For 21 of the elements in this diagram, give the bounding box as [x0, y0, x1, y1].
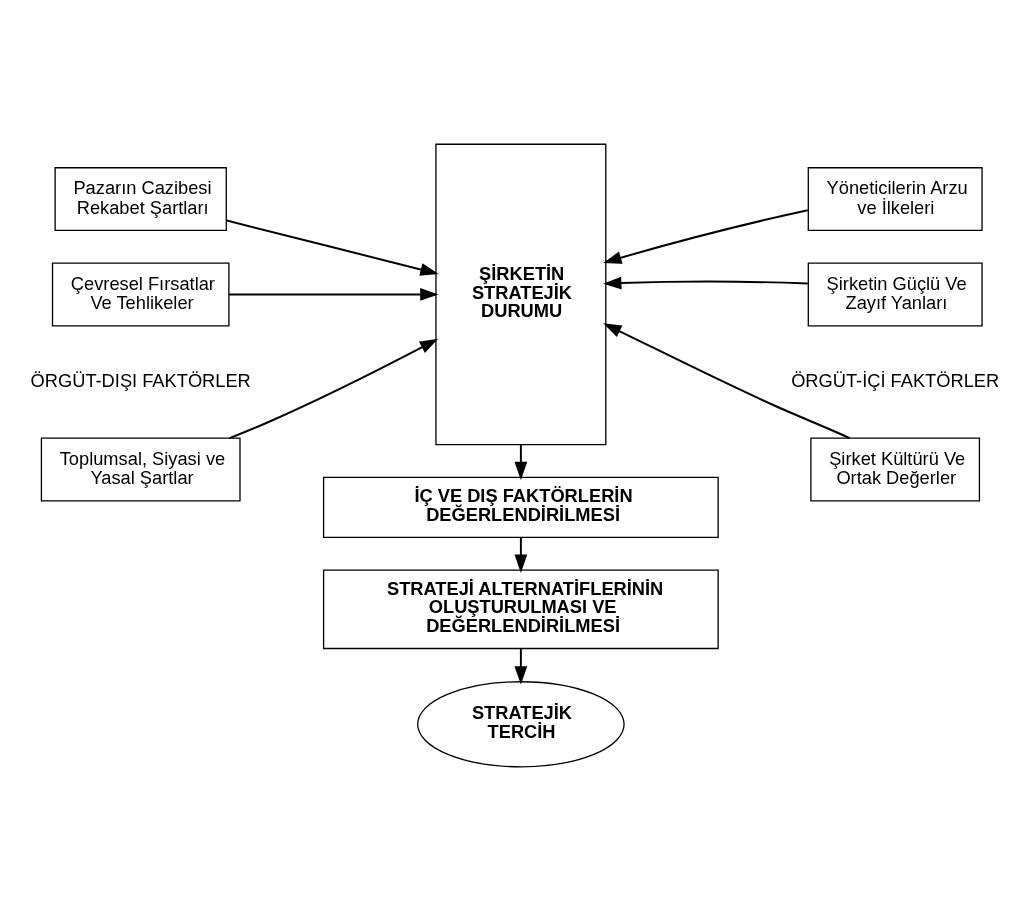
arrow [603, 322, 851, 439]
node-box: Şirketin Güçlü Ve Zayıf Yanları [807, 261, 983, 326]
arrow [603, 276, 809, 289]
arrow [603, 208, 809, 264]
arrow [514, 536, 528, 573]
arrow [514, 443, 528, 480]
node-box: Çevresel Fırsatlar Ve Tehlikeler [51, 261, 230, 326]
label: ÖRGÜT-DIŞI FAKTÖRLER [30, 369, 251, 391]
node-box: ŞİRKETİN STRATEJİK DURUMU [435, 143, 607, 445]
node-box: İÇ VE DIŞ FAKTÖRLERİN DEĞERLENDİRİLMESİ [322, 476, 719, 538]
node-box: Pazarın Cazibesi Rekabet Şartları [54, 166, 227, 231]
arrow [225, 219, 439, 276]
node-box: STRATEJİ ALTERNATİFLERİNİN OLUŞTURULMASI VE DEĞERLENDİRİLMESİ [322, 568, 719, 649]
arrow [514, 647, 528, 685]
label: ÖRGÜT-İÇİ FAKTÖRLER [791, 369, 1000, 391]
arrow [228, 287, 439, 301]
node-box: Şirket Kültürü Ve Ortak Değerler [810, 437, 981, 502]
node-box: Yöneticilerin Arzu ve İlkeleri [807, 166, 983, 231]
node-ellipse: STRATEJİK TERCİH [417, 680, 625, 767]
arrow [228, 338, 439, 439]
node-box: Toplumsal, Siyasi ve Yasal Şartlar [40, 437, 241, 502]
